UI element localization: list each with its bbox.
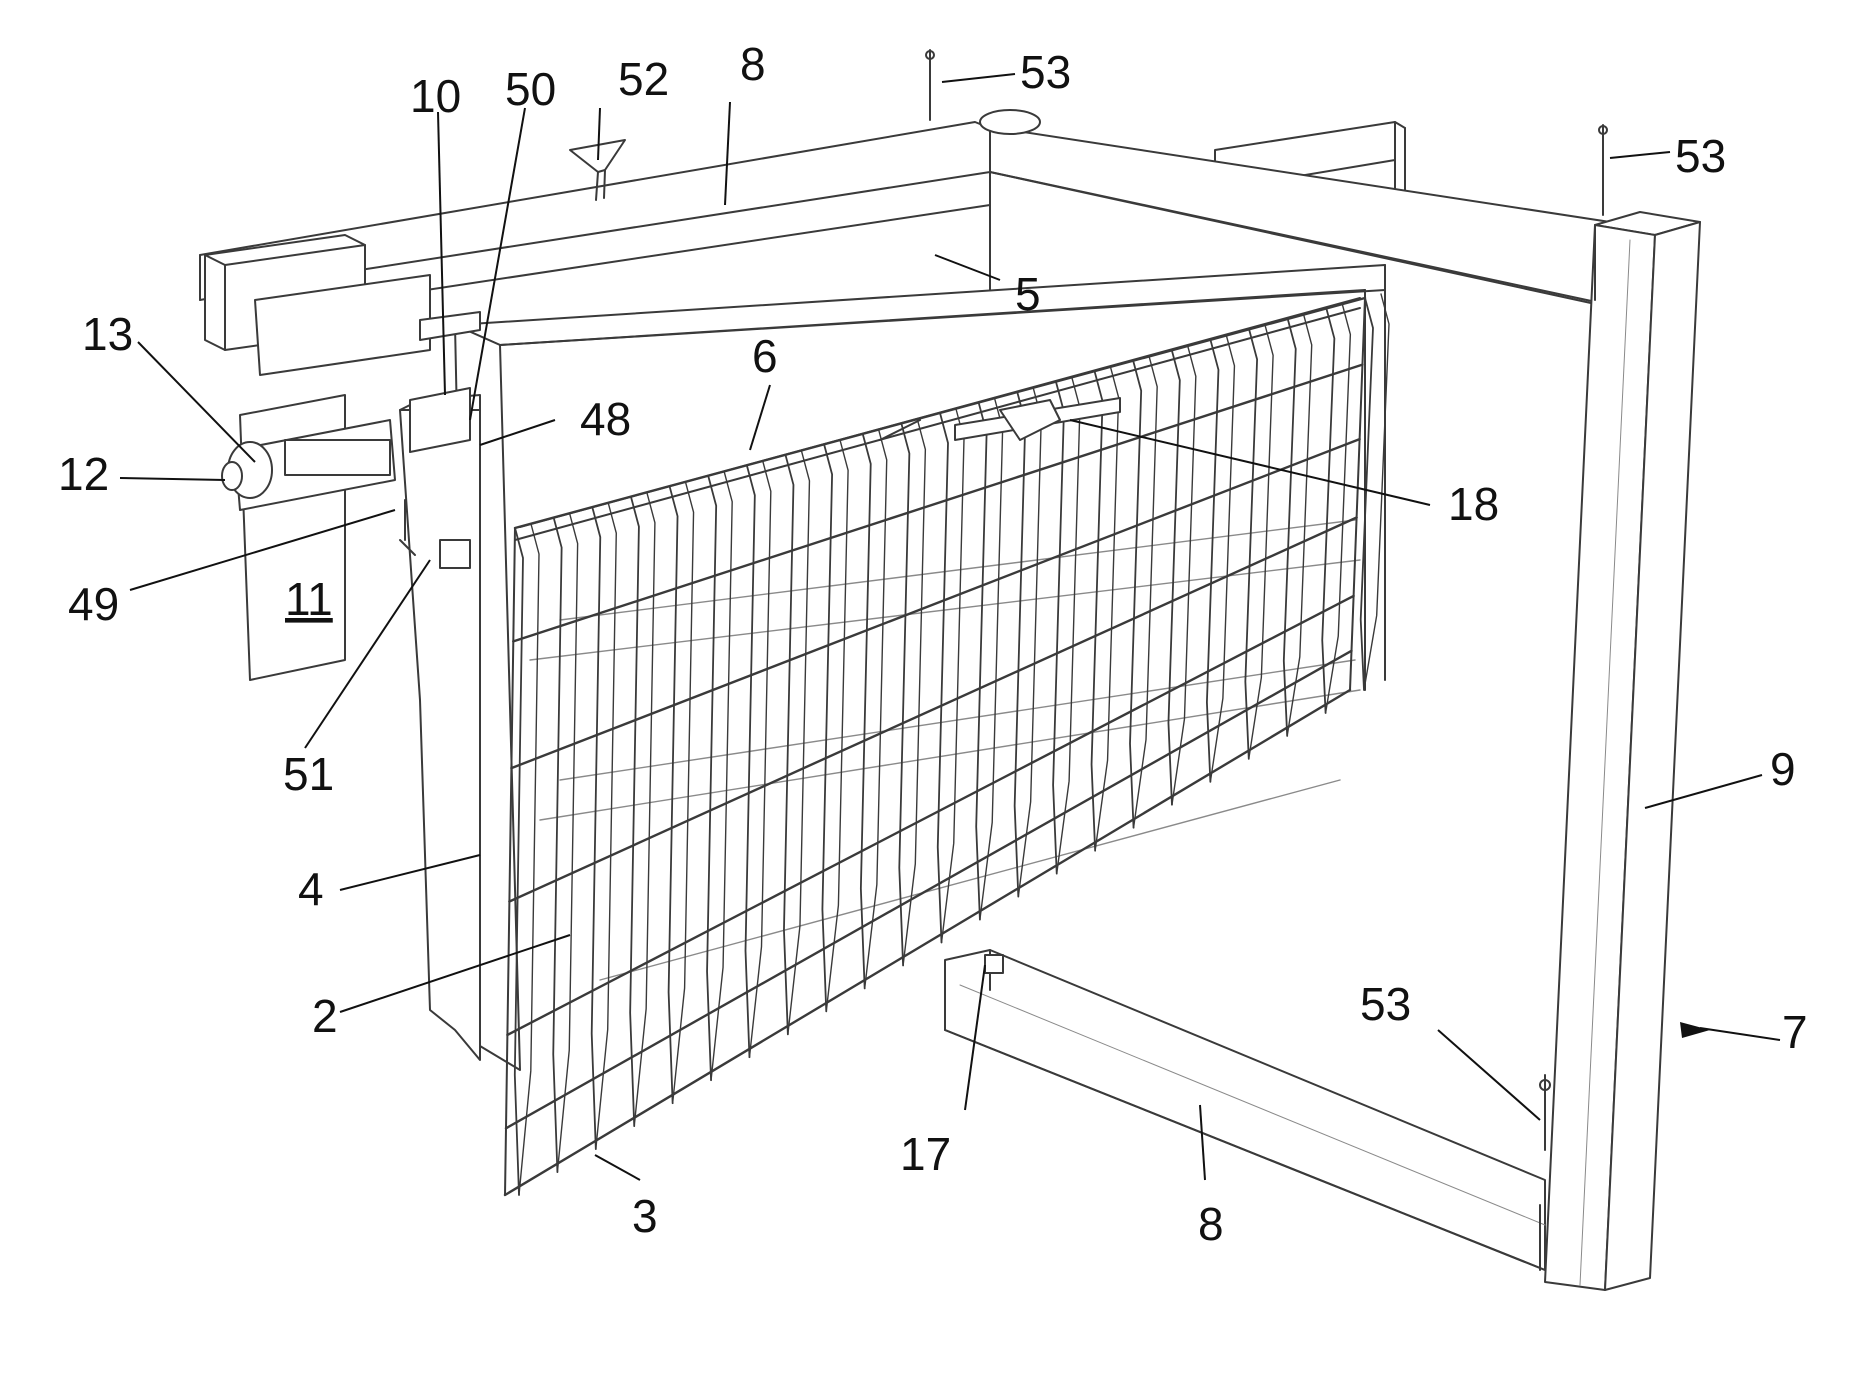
basket-wire (1015, 392, 1026, 896)
basket-wire (826, 440, 848, 1011)
basket-wire (865, 430, 887, 989)
basket-wire (669, 486, 678, 1103)
label-6: 6 (752, 330, 778, 382)
label-5: 5 (1015, 268, 1041, 320)
label-7: 7 (1782, 1006, 1808, 1058)
basket-wire (592, 507, 601, 1149)
basket-wire (1057, 378, 1080, 874)
basket-wire (553, 518, 561, 1172)
label-51: 51 (283, 748, 334, 800)
label-18: 18 (1448, 478, 1499, 530)
basket-wire (1168, 350, 1179, 804)
label-13: 13 (82, 308, 133, 360)
label-2: 2 (312, 990, 338, 1042)
basket-wire (938, 413, 948, 943)
basket-wire (1207, 340, 1219, 782)
label-10: 10 (410, 70, 461, 122)
motor-assembly (205, 235, 480, 1060)
basket-wire (707, 476, 716, 1081)
label-52: 52 (618, 53, 669, 105)
basket-wire (749, 461, 770, 1057)
basket-wire (1245, 329, 1257, 759)
label-12: 12 (58, 448, 109, 500)
arrow-7-head (1680, 1022, 1710, 1038)
label-53-right: 53 (1675, 130, 1726, 182)
basket-wire (976, 403, 986, 920)
basket-wire (861, 434, 871, 989)
label-17: 17 (900, 1128, 951, 1180)
basket-wire (1053, 382, 1064, 874)
label-11: 11 (285, 573, 333, 625)
lower-hinge (985, 955, 1003, 973)
label-8-bottom: 8 (1198, 1198, 1224, 1250)
basket-wire (903, 419, 925, 965)
basket-wire (1210, 336, 1234, 782)
label-8-top: 8 (740, 38, 766, 90)
basket-wire (1172, 346, 1196, 804)
basket-rung (513, 365, 1362, 642)
basket-wire (1134, 357, 1158, 828)
basket-wire (1095, 367, 1118, 851)
basket-wire (1249, 325, 1273, 759)
basket-wire (1326, 304, 1351, 712)
label-48: 48 (580, 393, 631, 445)
label-53-bottom: 53 (1360, 978, 1411, 1030)
basket-wire (515, 528, 523, 1195)
basket-wire (1130, 361, 1141, 828)
basket-right-edge (1350, 298, 1365, 690)
basket-wire (980, 399, 1003, 920)
basket-wire (1092, 371, 1103, 851)
basket-wire (942, 409, 965, 943)
basket-wire (746, 465, 755, 1057)
basket-wire (1322, 308, 1334, 712)
label-50: 50 (505, 63, 556, 115)
basket-wire (1018, 388, 1041, 896)
basket-wire (899, 423, 909, 965)
upright-post (1545, 212, 1700, 1290)
basket-wire (630, 497, 639, 1127)
basket-wire (822, 444, 832, 1011)
label-4: 4 (298, 863, 324, 915)
label-53-top: 53 (1020, 46, 1071, 98)
label-3: 3 (632, 1190, 658, 1242)
label-49: 49 (68, 578, 119, 630)
bottom-frame-beam (945, 950, 1545, 1270)
label-9: 9 (1770, 743, 1796, 795)
